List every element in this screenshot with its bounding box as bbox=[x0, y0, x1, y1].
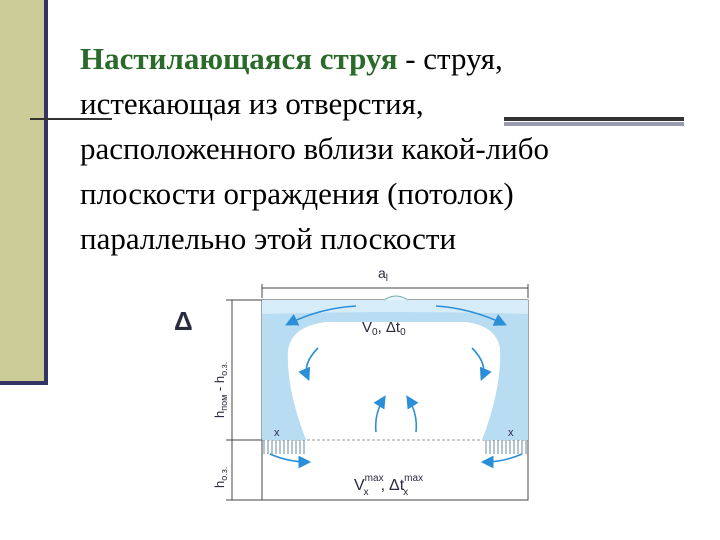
definition-line-1-rest: струя, bbox=[423, 41, 503, 76]
definition-line-5: параллельно этой плоскости bbox=[80, 221, 457, 256]
definition-text: Настилающаяся струя - струя, истекающая … bbox=[80, 36, 690, 261]
label-zone-height: hо.з. bbox=[212, 467, 229, 488]
jet-core-fill bbox=[262, 300, 528, 314]
arrow-circulation-right bbox=[471, 347, 492, 381]
definition-line-3: расположенного вблизи какой-либо bbox=[80, 131, 549, 166]
outlet-nozzle bbox=[383, 295, 409, 301]
jet-hatching-right bbox=[485, 440, 527, 454]
arrow-floor-right bbox=[480, 453, 523, 469]
decorative-side-line bbox=[44, 0, 48, 383]
label-v0-dt0: V0, Δt0 bbox=[362, 319, 406, 338]
decorative-rule-left bbox=[30, 118, 112, 120]
width-label: al bbox=[378, 265, 388, 284]
arrow-circulation-left bbox=[298, 347, 319, 381]
label-x-left: x bbox=[274, 427, 280, 439]
arrow-jet-left bbox=[285, 305, 357, 326]
jet-hatching-left bbox=[263, 440, 305, 454]
definition-line-2: истекающая из отверстия, bbox=[80, 86, 424, 121]
definition-term: Настилающаяся струя bbox=[80, 41, 398, 76]
definition-line-1: Настилающаяся струя - струя, bbox=[80, 36, 690, 81]
arrow-floor-left bbox=[269, 453, 312, 469]
decorative-rule-right bbox=[504, 117, 684, 121]
arrow-up-left bbox=[373, 395, 386, 433]
decorative-side-bottom-line bbox=[0, 381, 48, 385]
decorative-rule-right-shadow bbox=[504, 122, 684, 126]
jet-diagram: Δ al V0, Δt0 x x V bbox=[174, 265, 529, 501]
definition-separator: - bbox=[397, 41, 424, 76]
delta-symbol: Δ bbox=[174, 306, 193, 336]
arrow-jet-right bbox=[435, 305, 507, 326]
arrow-up-right bbox=[406, 395, 419, 433]
definition-line-4: плоскости ограждения (потолок) bbox=[80, 176, 514, 211]
label-room-height: hпом - hо.з. bbox=[212, 362, 229, 418]
label-x-right: x bbox=[508, 427, 514, 439]
decorative-side-band bbox=[0, 0, 44, 383]
